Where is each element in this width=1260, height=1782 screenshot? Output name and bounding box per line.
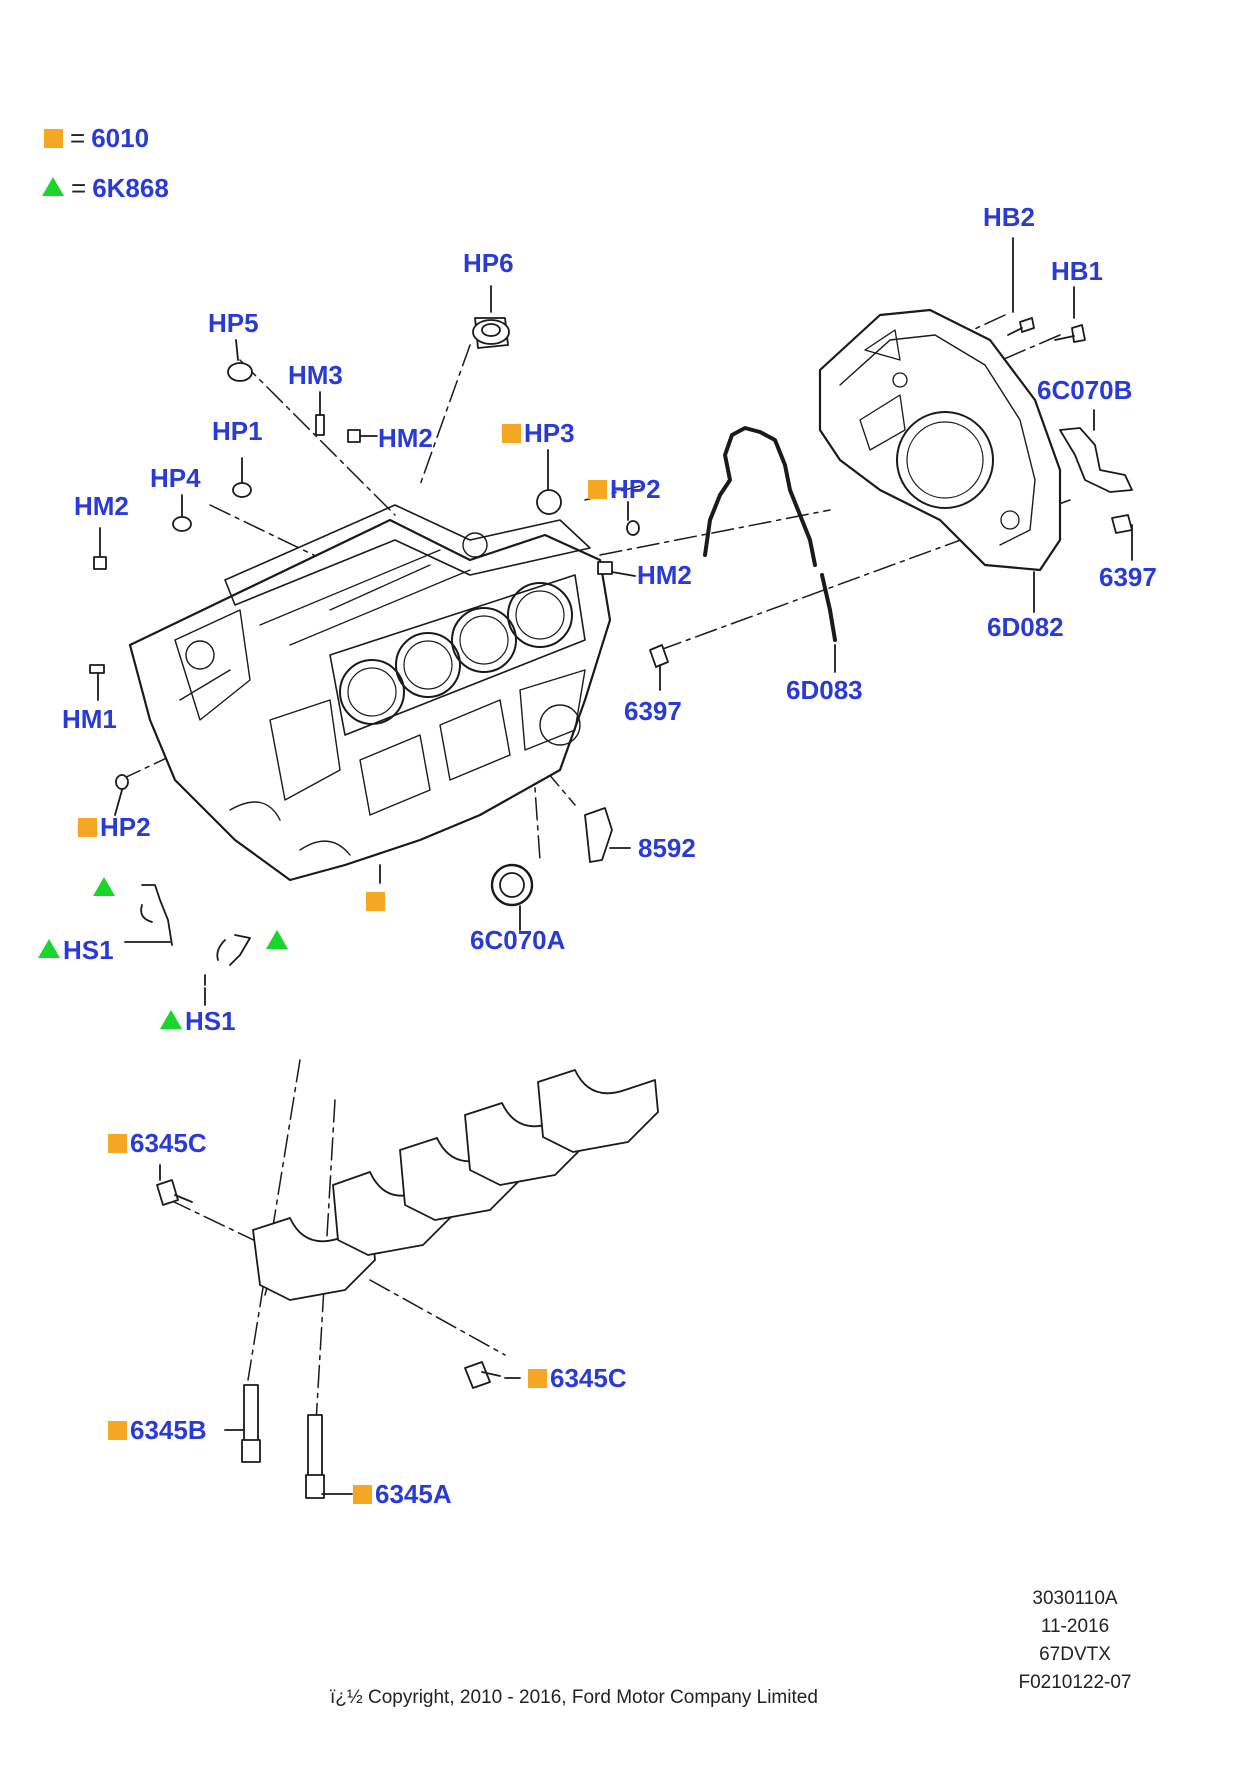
label-hb1[interactable]: HB1	[1051, 256, 1104, 286]
orange-square-icon	[108, 1134, 127, 1153]
orange-square-icon	[528, 1369, 547, 1388]
legend-square: =6010	[44, 125, 149, 151]
label-hp6[interactable]: HP6	[463, 248, 514, 278]
orange-square-icon	[588, 480, 607, 499]
hs1-triangle-marker-b	[266, 928, 291, 954]
label-6397-mid[interactable]: 6397	[624, 696, 682, 726]
label-6345b[interactable]: 6345B	[108, 1417, 207, 1443]
label-6345c-right[interactable]: 6345C	[528, 1365, 627, 1391]
orange-square-icon	[108, 1421, 127, 1440]
copyright-notice: ï¿½ Copyright, 2010 - 2016, Ford Motor C…	[330, 1687, 818, 1708]
label-hp3-text: HP3	[524, 418, 575, 448]
label-hp3[interactable]: HP3	[502, 420, 575, 446]
main-bearing-caps	[252, 1069, 659, 1301]
legend-equals: =	[71, 173, 87, 203]
label-hm3[interactable]: HM3	[288, 360, 343, 390]
legend-square-code: 6010	[91, 123, 150, 153]
label-hp2-right-text: HP2	[610, 474, 661, 504]
label-hs1-bottom-text: HS1	[185, 1006, 236, 1036]
label-6d082[interactable]: 6D082	[987, 612, 1064, 642]
orange-square-icon	[502, 424, 521, 443]
label-hm2-right[interactable]: HM2	[637, 560, 692, 590]
gasket-6d083	[703, 426, 837, 642]
leader-lines	[97, 237, 1133, 1495]
label-6d083[interactable]: 6D083	[786, 675, 863, 705]
small-parts	[89, 317, 1133, 986]
label-6345c-top[interactable]: 6345C	[108, 1130, 207, 1156]
green-triangle-icon	[42, 177, 64, 196]
drawing-code: 3030110A	[1032, 1588, 1118, 1609]
label-6c070a[interactable]: 6C070A	[470, 925, 566, 955]
green-triangle-icon	[38, 939, 60, 958]
drawing-date: 11-2016	[1040, 1616, 1110, 1637]
label-hm2-top[interactable]: HM2	[378, 423, 433, 453]
label-hp4[interactable]: HP4	[150, 463, 201, 493]
label-6345c-right-text: 6345C	[550, 1363, 627, 1393]
label-6397-right[interactable]: 6397	[1099, 562, 1157, 592]
green-triangle-icon	[266, 930, 288, 949]
legend-triangle-code: 6K868	[92, 173, 169, 203]
label-hp5[interactable]: HP5	[208, 308, 259, 338]
orange-square-icon	[366, 892, 385, 911]
label-6345c-top-text: 6345C	[130, 1128, 207, 1158]
orange-square-icon	[78, 818, 97, 837]
label-hb2[interactable]: HB2	[983, 202, 1036, 232]
legend-equals: =	[70, 123, 86, 153]
label-hs1-left[interactable]: HS1	[38, 937, 114, 963]
rear-cover-plate	[818, 308, 1062, 572]
label-hp1[interactable]: HP1	[212, 416, 263, 446]
label-6c070b[interactable]: 6C070B	[1037, 375, 1133, 405]
orange-square-icon	[44, 129, 63, 148]
green-triangle-icon	[160, 1010, 182, 1029]
hs1-triangle-marker-a	[93, 875, 118, 901]
label-6345a[interactable]: 6345A	[353, 1481, 452, 1507]
label-6345a-text: 6345A	[375, 1479, 452, 1509]
orange-square-icon	[353, 1485, 372, 1504]
drawing-codes: 3030110A 11-2016 67DVTX F0210122-07	[1000, 1585, 1150, 1697]
drawing-figure-id: F0210122-07	[1018, 1672, 1132, 1693]
drawing-model-code: 67DVTX	[1039, 1644, 1111, 1665]
label-hm1[interactable]: HM1	[62, 704, 117, 734]
label-8592[interactable]: 8592	[638, 833, 696, 863]
label-6345b-text: 6345B	[130, 1415, 207, 1445]
main-cap-bolts	[156, 1179, 501, 1499]
label-hm2-left[interactable]: HM2	[74, 491, 129, 521]
legend-triangle: =6K868	[42, 175, 169, 201]
label-hp2-left-text: HP2	[100, 812, 151, 842]
label-hs1-left-text: HS1	[63, 935, 114, 965]
block-6010-marker	[366, 888, 388, 914]
label-hp2-left[interactable]: HP2	[78, 814, 151, 840]
green-triangle-icon	[93, 877, 115, 896]
label-hs1-bottom[interactable]: HS1	[160, 1008, 236, 1034]
engine-block	[128, 504, 612, 882]
label-hp2-right[interactable]: HP2	[588, 476, 661, 502]
